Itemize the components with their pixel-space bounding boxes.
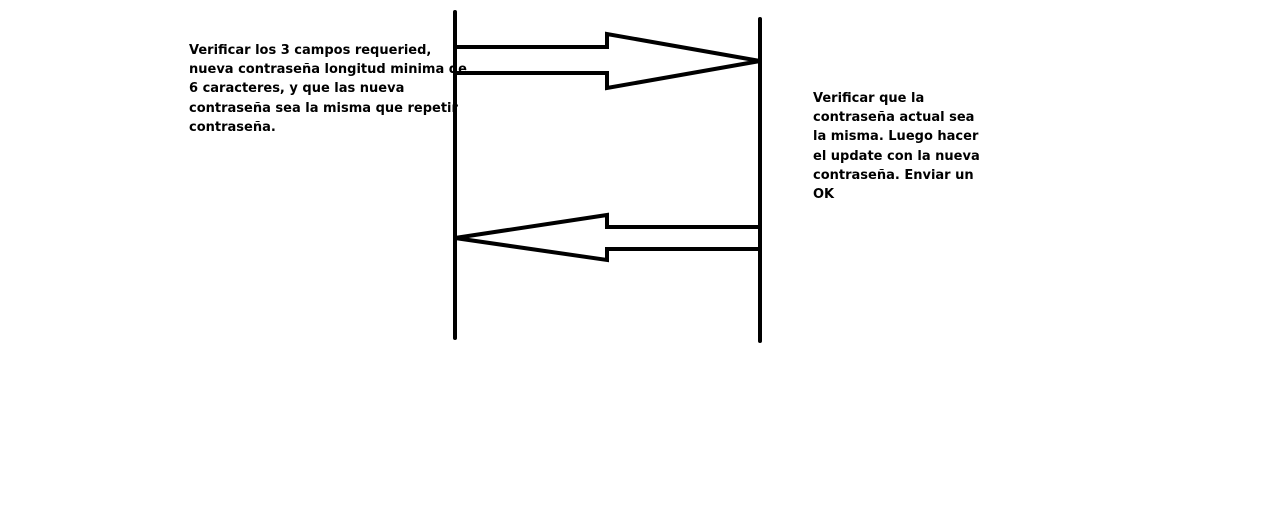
server-validation-note: Verificar que la contraseña actual sea l… — [813, 89, 980, 204]
client-note-line: nueva contraseña longitud minima de — [189, 62, 467, 78]
client-validation-note: Verificar los 3 campos requeried, nueva … — [189, 41, 467, 137]
server-note-line: la misma. Luego hacer — [813, 129, 979, 145]
response-arrow — [454, 212, 762, 263]
client-note-line: Verificar los 3 campos requeried, — [189, 43, 432, 58]
request-arrow — [453, 31, 761, 91]
server-note-line: OK — [813, 187, 835, 203]
server-note-line: contraseña. Enviar un — [813, 167, 974, 183]
server-note-line: el update con la nueva — [813, 148, 980, 164]
client-note-line: contraseña. — [189, 119, 276, 135]
server-note-line: contraseña actual sea — [813, 110, 975, 126]
client-note-line: contraseña sea la misma que repetir — [189, 100, 458, 116]
client-note-line: 6 caracteres, y que las nueva — [189, 81, 405, 97]
server-note-line: Verificar que la — [813, 91, 925, 106]
